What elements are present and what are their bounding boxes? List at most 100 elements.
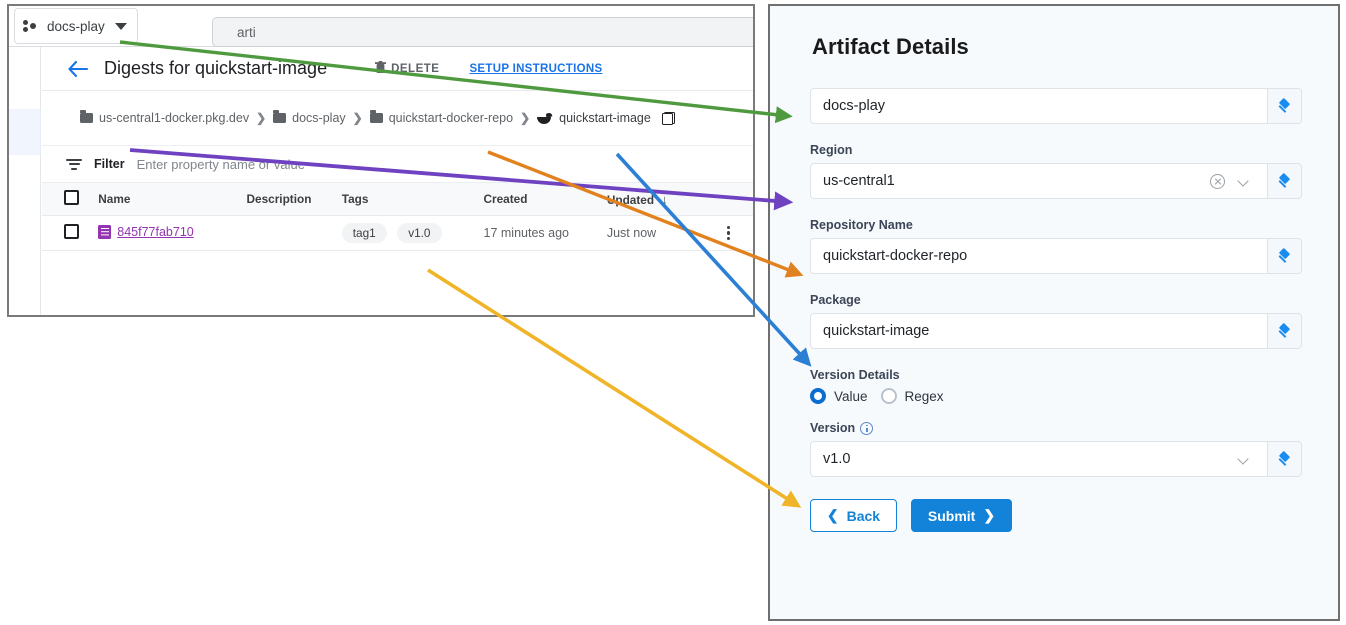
field-repository-name: Repository Name quickstart-docker-repo xyxy=(810,218,1302,274)
breadcrumb-label: quickstart-docker-repo xyxy=(388,111,514,125)
column-header-created[interactable]: Created xyxy=(483,183,607,216)
row-created-cell: 17 minutes ago xyxy=(483,215,607,251)
row-checkbox[interactable] xyxy=(64,224,79,239)
chevron-down-icon[interactable] xyxy=(1238,454,1249,465)
repository-name-value: quickstart-docker-repo xyxy=(823,248,968,264)
row-select-cell[interactable] xyxy=(42,215,99,251)
radio-option-value-label: Value xyxy=(834,388,868,404)
back-button[interactable]: ❮ Back xyxy=(810,499,897,532)
package-input[interactable]: quickstart-image xyxy=(810,313,1268,349)
clear-icon[interactable] xyxy=(1210,173,1225,189)
project-selector[interactable]: docs-play xyxy=(14,8,138,44)
column-header-updated-label: Updated xyxy=(606,192,655,207)
submit-button-label: Submit xyxy=(927,507,976,524)
console-top-bar: docs-play arti xyxy=(9,6,753,47)
table-row[interactable]: 845f77fab710 tag1 v1.0 17 minutes ago Ju… xyxy=(42,215,753,251)
filter-bar[interactable]: Filter Enter property name or value xyxy=(42,146,753,183)
panel-button-row: ❮ Back Submit ❯ xyxy=(810,499,1302,532)
console-content: Digests for quickstart-image DELETE SETU xyxy=(42,47,753,315)
pin-icon xyxy=(1277,452,1292,467)
search-input-value: arti xyxy=(237,24,256,40)
filter-icon xyxy=(66,158,82,170)
region-label: Region xyxy=(810,143,853,157)
chevron-down-icon xyxy=(114,22,127,30)
cloud-console-window: docs-play arti Digests for quickstart-im… xyxy=(7,4,755,317)
region-input[interactable]: us-central1 xyxy=(810,163,1268,199)
pin-icon xyxy=(1277,249,1292,264)
project-name-value: docs-play xyxy=(823,98,886,114)
radio-option-regex-label: Regex xyxy=(904,388,944,404)
pin-icon xyxy=(1277,99,1292,114)
column-header-name[interactable]: Name xyxy=(98,183,247,216)
version-details-label: Version Details xyxy=(810,368,900,382)
breadcrumb-item-repository[interactable]: quickstart-docker-repo xyxy=(369,110,514,125)
back-arrow-icon[interactable] xyxy=(64,55,92,83)
select-all-header[interactable] xyxy=(42,183,99,216)
delete-button[interactable]: DELETE xyxy=(375,60,440,77)
tag-badge: v1.0 xyxy=(397,223,442,243)
artifact-details-panel: Artifact Details docs-play Region us xyxy=(768,4,1340,621)
breadcrumb-item-registry[interactable]: us-central1-docker.pkg.dev xyxy=(80,110,250,125)
digest-link-label: 845f77fab710 xyxy=(117,224,194,239)
page-header: Digests for quickstart-image DELETE SETU xyxy=(42,47,753,91)
repository-name-input[interactable]: quickstart-docker-repo xyxy=(810,238,1268,274)
copy-icon[interactable] xyxy=(661,111,675,125)
delete-button-label: DELETE xyxy=(391,62,440,75)
more-options-icon[interactable] xyxy=(704,225,753,241)
breadcrumb: us-central1-docker.pkg.dev ❯ docs-play ❯… xyxy=(42,91,753,146)
breadcrumb-item-package[interactable]: quickstart-image xyxy=(537,111,651,125)
select-all-checkbox[interactable] xyxy=(64,190,79,205)
breadcrumb-item-project[interactable]: docs-play xyxy=(273,110,346,125)
breadcrumb-separator-icon: ❯ xyxy=(520,111,531,125)
row-actions-cell[interactable] xyxy=(704,215,753,251)
field-version-details: Version Details Value Regex xyxy=(810,368,1302,404)
repository-name-label: Repository Name xyxy=(810,218,913,232)
pin-repository-button[interactable] xyxy=(1268,238,1302,274)
project-selector-label: docs-play xyxy=(47,18,105,34)
radio-button[interactable] xyxy=(880,388,897,404)
digests-table: Name Description Tags Created Updated↓ xyxy=(42,183,753,251)
breadcrumb-label: us-central1-docker.pkg.dev xyxy=(99,111,250,125)
folder-icon xyxy=(273,110,287,123)
setup-instructions-link[interactable]: SETUP INSTRUCTIONS xyxy=(469,62,603,75)
radio-button-selected[interactable] xyxy=(810,388,826,404)
column-header-updated[interactable]: Updated↓ xyxy=(606,183,705,216)
region-value: us-central1 xyxy=(823,173,895,189)
info-icon[interactable] xyxy=(860,421,874,435)
filter-label: Filter xyxy=(94,157,125,171)
pin-region-button[interactable] xyxy=(1268,163,1302,199)
digest-link[interactable]: 845f77fab710 xyxy=(98,224,194,239)
column-header-description[interactable]: Description xyxy=(246,183,342,216)
package-value: quickstart-image xyxy=(823,323,930,339)
folder-icon xyxy=(80,110,93,123)
breadcrumb-separator-icon: ❯ xyxy=(352,111,363,125)
pin-package-button[interactable] xyxy=(1268,313,1302,349)
search-input[interactable]: arti xyxy=(212,17,753,47)
project-icon xyxy=(23,19,39,33)
radio-option-regex[interactable]: Regex xyxy=(880,388,944,404)
breadcrumb-separator-icon: ❯ xyxy=(256,111,267,125)
submit-button[interactable]: Submit ❯ xyxy=(911,499,1012,532)
radio-option-value[interactable]: Value xyxy=(810,388,868,404)
left-nav-rail[interactable] xyxy=(9,47,41,315)
chevron-left-icon: ❮ xyxy=(826,507,839,523)
page-header-actions: DELETE SETUP INSTRUCTIONS xyxy=(375,60,603,77)
back-button-label: Back xyxy=(846,507,881,524)
chevron-down-icon[interactable] xyxy=(1238,176,1249,187)
version-label-row: Version xyxy=(810,421,1302,435)
row-description-cell xyxy=(246,215,342,251)
row-name-cell: 845f77fab710 xyxy=(98,215,247,251)
pin-project-button[interactable] xyxy=(1268,88,1302,124)
tag-badge: tag1 xyxy=(341,223,387,243)
version-input[interactable]: v1.0 xyxy=(810,441,1268,477)
row-updated-cell: Just now xyxy=(606,215,705,251)
pin-version-button[interactable] xyxy=(1268,441,1302,477)
breadcrumb-label: docs-play xyxy=(292,111,346,125)
project-name-input[interactable]: docs-play xyxy=(810,88,1268,124)
filter-input[interactable]: Enter property name or value xyxy=(136,156,305,172)
table-header-row: Name Description Tags Created Updated↓ xyxy=(42,183,753,216)
column-header-tags[interactable]: Tags xyxy=(341,183,484,216)
field-package: Package quickstart-image xyxy=(810,293,1302,349)
pin-icon xyxy=(1277,174,1292,189)
